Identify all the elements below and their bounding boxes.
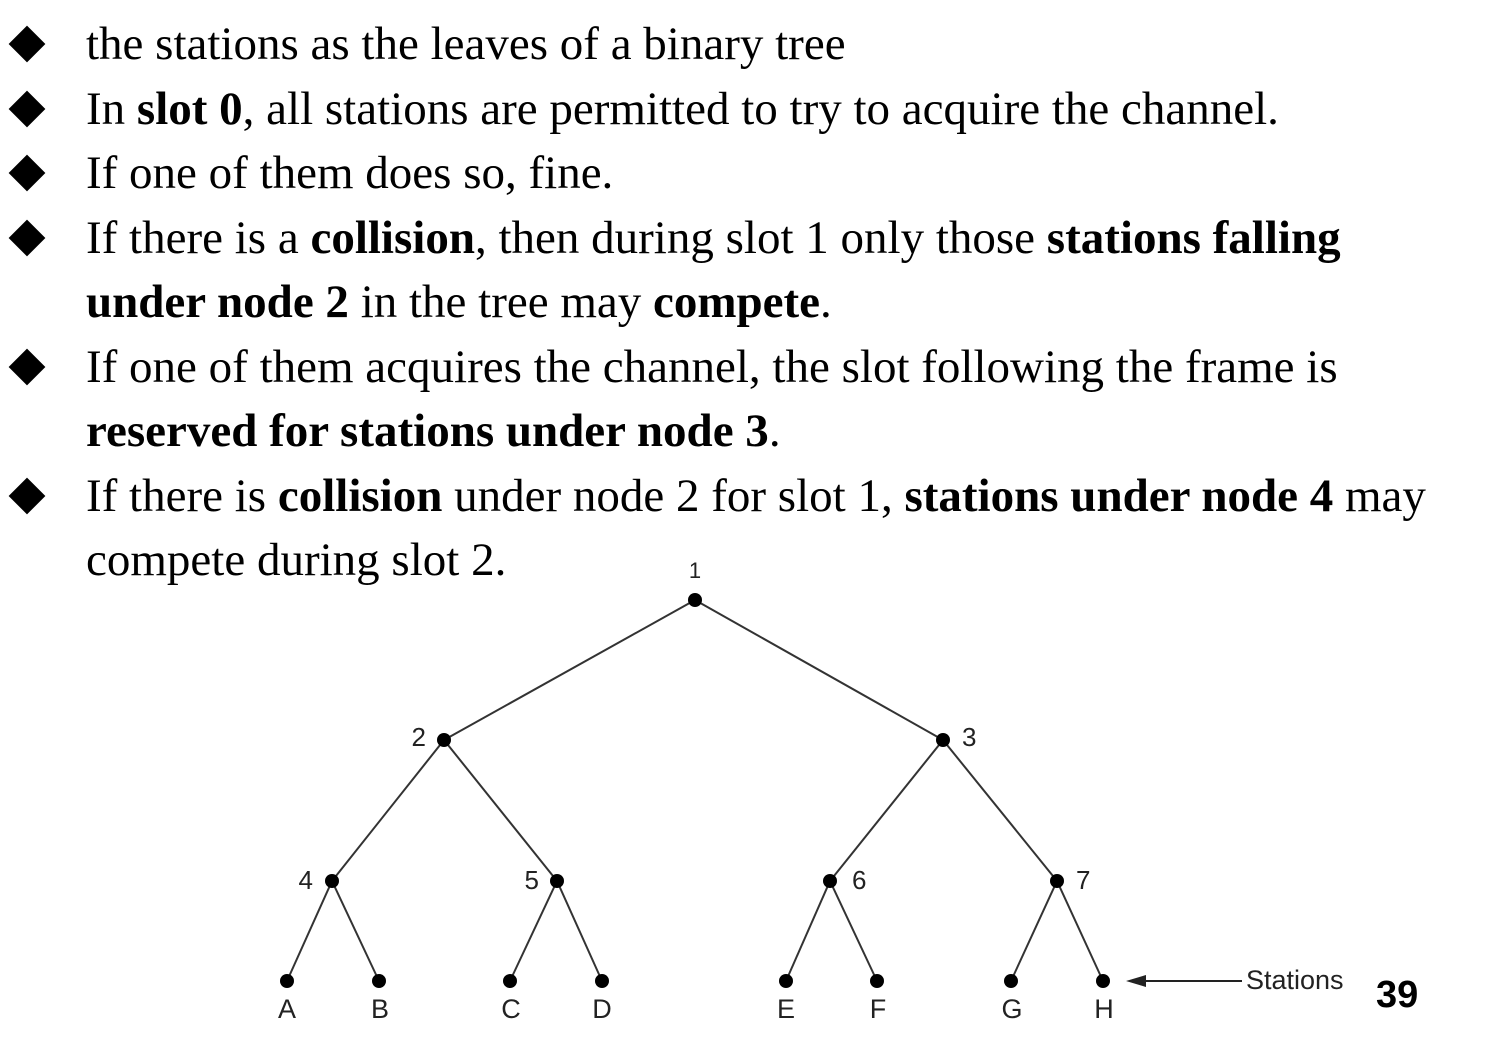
- tree-edge: [785, 880, 831, 982]
- bullet-text-segment: If there is a: [86, 211, 311, 264]
- bullet-text-bold: reserved for stations under node 3: [86, 405, 769, 457]
- stations-arrow-head: [1126, 975, 1146, 987]
- bullet-item: If there is collision under node 2 for s…: [0, 464, 1506, 593]
- tree-node-5: [550, 874, 564, 888]
- bullet-text-segment: If there is: [86, 469, 278, 522]
- tree-node-d: [595, 974, 609, 988]
- tree-edge: [443, 599, 696, 741]
- tree-edge: [331, 739, 445, 882]
- tree-node-label-a: A: [278, 994, 296, 1024]
- bullet-text-segment: may compete during slot 2.: [86, 469, 1426, 587]
- bullet-text-bold: collision: [277, 469, 443, 522]
- tree-edge: [1056, 880, 1104, 982]
- bullet-text-segment: in the tree may: [348, 276, 654, 328]
- bullet-text-segment: In: [86, 82, 137, 135]
- tree-node-label-h: H: [1094, 994, 1114, 1024]
- tree-node-2: [437, 733, 451, 747]
- tree-edge: [443, 739, 558, 882]
- bullet-item: If one of them does so, fine.: [0, 141, 1506, 206]
- tree-edge: [286, 880, 333, 982]
- tree-node-label-e: E: [777, 994, 795, 1024]
- tree-node-g: [1004, 974, 1018, 988]
- tree-node-label-2: 2: [412, 722, 426, 752]
- bullet-text: In slot 0, all stations are permitted to…: [86, 83, 1279, 135]
- tree-node-label-7: 7: [1076, 865, 1090, 895]
- tree-node-3: [936, 733, 950, 747]
- tree-node-label-c: C: [501, 994, 521, 1024]
- tree-node-b: [372, 974, 386, 988]
- bullet-item: the stations as the leaves of a binary t…: [0, 12, 1506, 77]
- tree-node-label-1: 1: [689, 558, 701, 583]
- bullet-item: In slot 0, all stations are permitted to…: [0, 77, 1506, 142]
- tree-labels: 1 2 3 4 5 6 7A B C D E F G H: [278, 558, 1114, 1024]
- bullet-text-segment: If one of them does so, fine.: [86, 147, 614, 199]
- page-number: 39: [1376, 974, 1419, 1016]
- tree-node-label-f: F: [870, 994, 887, 1024]
- tree-node-7: [1050, 874, 1064, 888]
- tree-node-label-6: 6: [852, 865, 866, 895]
- tree-edge: [556, 880, 603, 982]
- tree-node-label-b: B: [371, 994, 389, 1024]
- tree-node-label-3: 3: [962, 722, 976, 752]
- tree-edges: [286, 599, 1104, 982]
- tree-edge: [509, 880, 558, 982]
- tree-node-label-5: 5: [525, 865, 539, 895]
- tree-node-label-g: G: [1001, 994, 1022, 1024]
- bullet-text: If there is collision under node 2 for s…: [86, 470, 1426, 587]
- bullet-text: If one of them acquires the channel, the…: [86, 341, 1338, 458]
- bullet-text-segment: the stations as the leaves of a binary t…: [86, 18, 846, 70]
- tree-edge: [829, 880, 878, 982]
- tree-edge: [829, 739, 944, 882]
- tree-node-label-d: D: [592, 994, 612, 1024]
- bullet-text-bold: stations under node 4: [904, 469, 1334, 522]
- bullet-text-segment: , then during slot 1 only those: [474, 211, 1047, 264]
- bullet-text: If there is a collision, then during slo…: [86, 212, 1341, 329]
- tree-node-4: [325, 874, 339, 888]
- bullet-text-segment: If one of them acquires the channel, the…: [86, 340, 1338, 393]
- tree-node-6: [823, 874, 837, 888]
- tree-node-label-4: 4: [299, 865, 313, 895]
- bullet-text-segment: under node 2 for slot 1,: [442, 469, 905, 522]
- tree-edge: [942, 739, 1058, 882]
- stations-label: Stations: [1246, 965, 1344, 995]
- bullet-list: the stations as the leaves of a binary t…: [0, 12, 1506, 593]
- stations-pointer: Stations: [1126, 965, 1344, 995]
- bullet-text-bold: stations falling under node 2: [86, 211, 1341, 329]
- bullet-text-bold: compete: [653, 276, 821, 328]
- bullet-text: If one of them does so, fine.: [86, 147, 613, 199]
- bullet-text-bold: slot 0: [136, 82, 243, 135]
- tree-edge: [1010, 880, 1058, 982]
- tree-node-e: [779, 974, 793, 988]
- bullet-text-segment: .: [820, 276, 832, 328]
- tree-node-c: [503, 974, 517, 988]
- bullet-item: If one of them acquires the channel, the…: [0, 335, 1506, 464]
- tree-edge: [331, 880, 380, 982]
- tree-edge: [694, 599, 944, 741]
- bullet-item: If there is a collision, then during slo…: [0, 206, 1506, 335]
- tree-node-1: [688, 593, 702, 607]
- tree-node-h: [1096, 974, 1110, 988]
- bullet-text: the stations as the leaves of a binary t…: [86, 18, 846, 70]
- tree-node-f: [870, 974, 884, 988]
- tree-node-a: [280, 974, 294, 988]
- bullet-text-bold: collision: [310, 211, 475, 264]
- tree-nodes: [280, 593, 1110, 988]
- bullet-text-segment: .: [768, 405, 781, 457]
- bullet-text-segment: , all stations are permitted to try to a…: [242, 82, 1279, 135]
